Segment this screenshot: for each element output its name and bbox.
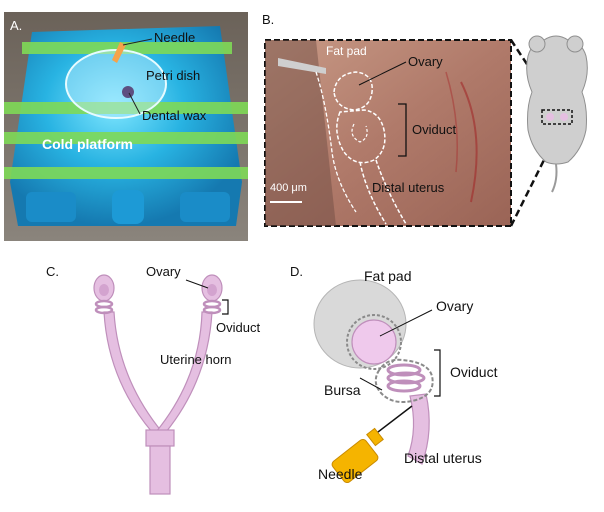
uterine-horn-left bbox=[103, 311, 164, 433]
label-needle: Needle bbox=[154, 30, 196, 45]
label-cold-platform: Cold platform bbox=[42, 136, 133, 152]
needle-shape bbox=[112, 42, 126, 63]
tape-strip bbox=[4, 132, 248, 144]
panel-b: B. bbox=[256, 12, 604, 232]
mouse-icon bbox=[526, 35, 588, 193]
dental-wax bbox=[122, 86, 134, 98]
panel-d-letter: D. bbox=[290, 264, 303, 279]
distal-uterus bbox=[407, 393, 430, 465]
panel-b-letter: B. bbox=[262, 12, 275, 27]
panel-c: C. Ovary Oviduct Uterine horn bbox=[0, 260, 290, 510]
outline-oviduct bbox=[336, 109, 386, 164]
platform-photo bbox=[4, 12, 248, 241]
outline-distal-uterus bbox=[359, 159, 407, 225]
dissection-photo bbox=[264, 35, 588, 227]
label-uterine-horn: Uterine horn bbox=[160, 352, 232, 367]
label-dental-wax: Dental wax bbox=[142, 108, 207, 123]
needle-shaft bbox=[377, 405, 413, 433]
bursa-outline bbox=[374, 358, 434, 403]
label-ovary: Ovary bbox=[146, 264, 181, 279]
label-fat-pad: Fat pad bbox=[364, 268, 412, 284]
label-oviduct: Oviduct bbox=[450, 364, 498, 380]
panel-c-letter: C. bbox=[46, 264, 59, 279]
tape-strip bbox=[4, 167, 248, 179]
tape-strip bbox=[4, 102, 248, 114]
label-fat-pad: Fat pad bbox=[326, 44, 367, 58]
label-distal-uterus: Distal uterus bbox=[404, 450, 482, 466]
panel-a-letter: A. bbox=[10, 18, 23, 33]
tape-strip bbox=[22, 42, 232, 54]
label-ovary: Ovary bbox=[436, 298, 474, 314]
label-oviduct: Oviduct bbox=[412, 122, 457, 137]
panel-d: D. Fat pad Ovary Oviduct Bursa Needle Di… bbox=[290, 260, 604, 510]
petri-dish bbox=[65, 49, 167, 119]
ovary bbox=[351, 319, 397, 365]
needle-icon bbox=[331, 427, 384, 484]
injection-diagram bbox=[313, 279, 441, 484]
panel-a: A. Needle Petri dish Dental wax Cold pla… bbox=[4, 12, 248, 241]
label-petri-dish: Petri dish bbox=[146, 68, 201, 83]
label-distal-uterus: Distal uterus bbox=[372, 180, 445, 195]
label-ovary: Ovary bbox=[408, 54, 443, 69]
outline-ovary bbox=[333, 71, 373, 111]
label-bursa: Bursa bbox=[324, 382, 361, 398]
uterus-diagram bbox=[93, 274, 229, 495]
label-needle: Needle bbox=[318, 466, 363, 482]
label-oviduct: Oviduct bbox=[216, 320, 261, 335]
uterine-horn-right bbox=[154, 311, 213, 433]
scale-bar-label: 400 μm bbox=[270, 182, 307, 194]
